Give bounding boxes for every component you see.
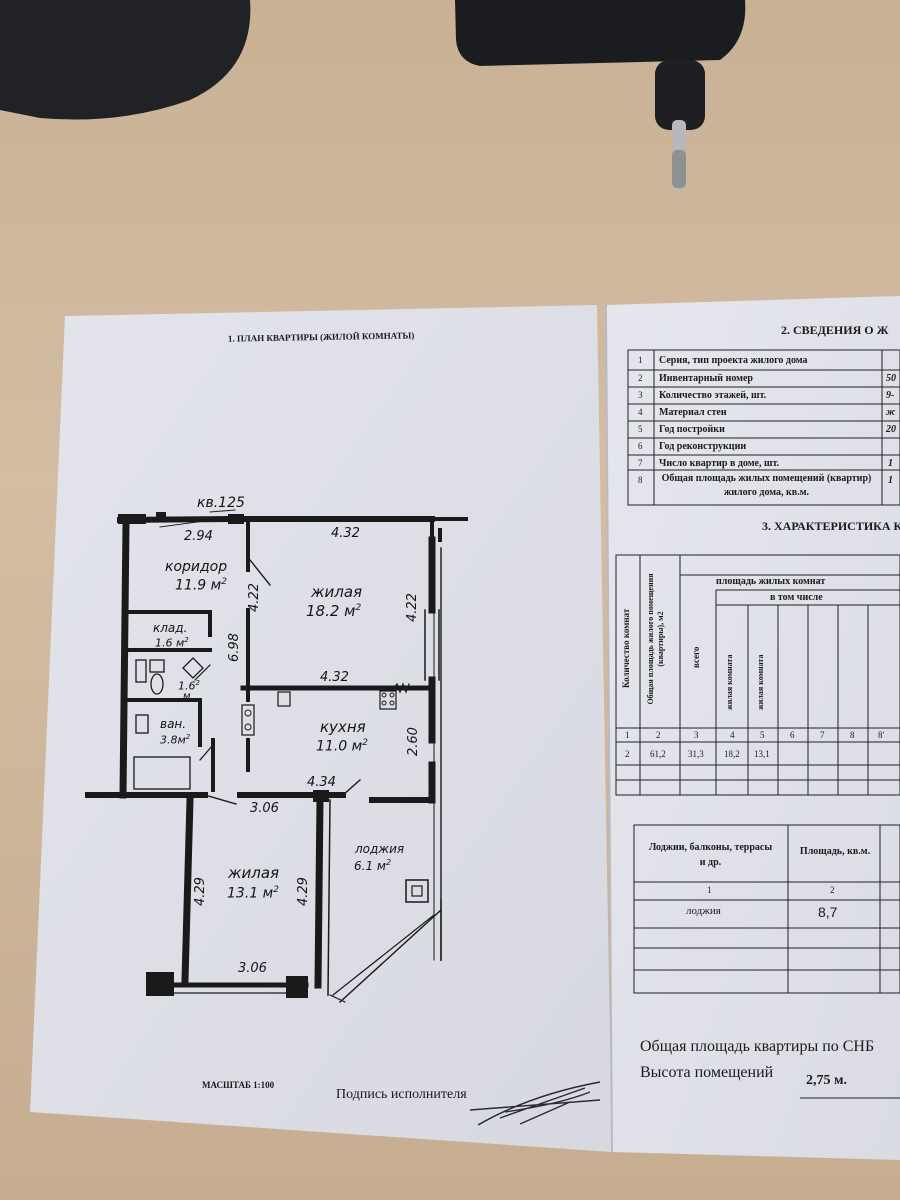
loggia-header-area: Площадь, кв.м. bbox=[799, 846, 871, 857]
col-number: 6 bbox=[790, 730, 795, 740]
scale-label: МАСШТАБ 1:100 bbox=[202, 1080, 275, 1090]
row-num: 2 bbox=[638, 373, 643, 383]
row-label: Общая площадь жилых помещений (квартир) … bbox=[661, 473, 872, 498]
row-label: Количество этажей, шт. bbox=[659, 390, 767, 401]
living2-area: 13.1 м2 bbox=[227, 885, 279, 902]
section3-title: 3. ХАРАКТЕРИСТИКА К bbox=[762, 519, 900, 533]
dim-living-right-height: 4.22 bbox=[405, 593, 420, 622]
row-num: 4 bbox=[638, 407, 643, 417]
loggia-col-number: 1 bbox=[707, 885, 712, 895]
dim-kitchen-height: 2.60 bbox=[406, 727, 421, 756]
row-label: Год постройки bbox=[659, 424, 725, 435]
dim-kitchen-width: 4.32 bbox=[320, 670, 349, 685]
row-label: Материал стен bbox=[659, 407, 727, 418]
value-room2: 13,1 bbox=[754, 749, 770, 759]
row-value: 50 bbox=[886, 373, 896, 384]
row-value: 20 bbox=[886, 424, 896, 435]
loggia-area: 6.1 м2 bbox=[354, 858, 392, 873]
dim-living2-top: 3.06 bbox=[250, 801, 279, 816]
row-num: 6 bbox=[638, 441, 643, 451]
section2-title: 2. СВЕДЕНИЯ О Ж bbox=[781, 323, 889, 337]
row-num: 3 bbox=[638, 390, 643, 400]
value-living-total: 31,3 bbox=[688, 749, 704, 759]
mouse-object bbox=[0, 0, 251, 120]
header-living-area: площадь жилых комнат bbox=[716, 576, 826, 587]
col-number: 2 bbox=[656, 730, 661, 740]
living1-area: 18.2 м2 bbox=[306, 602, 362, 620]
value-rooms: 2 bbox=[625, 749, 630, 759]
charger-object bbox=[455, 0, 746, 66]
col-number: 7 bbox=[820, 730, 825, 740]
header-total: всего bbox=[691, 646, 701, 668]
bath-area: 3.8м2 bbox=[160, 733, 191, 747]
header-living-room: жилая комната bbox=[756, 654, 765, 710]
kitchen-area: 11.0 м2 bbox=[316, 738, 368, 755]
loggia-col-number: 2 bbox=[830, 885, 835, 895]
row-label: Год реконструкции bbox=[659, 441, 747, 452]
dim-corridor-height: 6.98 bbox=[227, 633, 242, 662]
row-value: 1 bbox=[888, 458, 893, 469]
storage-area: 1.6 м2 bbox=[155, 636, 189, 650]
height-label: Высота помещений bbox=[640, 1064, 774, 1081]
row-value: ж bbox=[886, 407, 896, 418]
row-num: 1 bbox=[638, 355, 643, 365]
loggia-header-type: Лоджии, балконы, террасы и др. bbox=[648, 842, 773, 868]
kitchen-name: кухня bbox=[320, 718, 366, 736]
col-number: 8 bbox=[850, 730, 855, 740]
row-label: Инвентарный номер bbox=[659, 373, 753, 384]
row-label: Число квартир в доме, шт. bbox=[659, 458, 780, 469]
dim-living2-left: 4.29 bbox=[193, 877, 208, 906]
header-including: в том числе bbox=[770, 592, 823, 603]
charger-prong bbox=[655, 60, 705, 130]
living1-name: жилая bbox=[311, 583, 363, 601]
dim-living-left-height: 4.22 bbox=[247, 583, 262, 612]
dim-living2-bottom: 3.06 bbox=[238, 961, 267, 976]
col-number: 1 bbox=[625, 730, 630, 740]
header-rooms-count: Количество комнат bbox=[621, 608, 631, 688]
apartment-number: кв.125 bbox=[197, 495, 245, 511]
header-total-area: Общая площадь жилого помещения (квартиры… bbox=[646, 573, 665, 705]
loggia-row-area: 8,7 bbox=[818, 904, 838, 920]
row-num: 8 bbox=[638, 475, 643, 485]
header-living-room: жилая комната bbox=[725, 654, 734, 710]
living2-name: жилая bbox=[228, 864, 280, 882]
storage-name: клад. bbox=[153, 621, 188, 635]
col-number: 3 bbox=[694, 730, 699, 740]
loggia-name: лоджия bbox=[355, 842, 405, 856]
signature-label: Подпись исполнителя bbox=[336, 1087, 467, 1102]
col-number: 5 bbox=[760, 730, 765, 740]
row-value: 1 bbox=[888, 475, 893, 486]
floor-plan bbox=[85, 509, 468, 1003]
wc-area: 1.62 bbox=[178, 679, 200, 693]
col-number: 4 bbox=[730, 730, 735, 740]
dim-living-width: 4.32 bbox=[331, 526, 360, 541]
col-number: 8' bbox=[878, 730, 885, 740]
row-num: 5 bbox=[638, 424, 643, 434]
loggia-row-type: лоджия bbox=[686, 905, 721, 917]
signature bbox=[469, 1081, 601, 1126]
total-area-label: Общая площадь квартиры по СНБ bbox=[640, 1038, 875, 1055]
row-value: 9- bbox=[886, 390, 895, 401]
wc-unit: м bbox=[183, 691, 191, 702]
dim-kitchen-bottom: 4.34 bbox=[307, 775, 336, 790]
dim-living2-right: 4.29 bbox=[296, 877, 311, 906]
corridor-area: 11.9 м2 bbox=[175, 577, 227, 594]
height-value: 2,75 м. bbox=[806, 1073, 848, 1088]
value-total-area: 61,2 bbox=[650, 749, 666, 759]
row-label: Серия, тип проекта жилого дома bbox=[659, 355, 808, 366]
table-lines bbox=[615, 349, 900, 1099]
dim-corridor-width: 2.94 bbox=[184, 529, 213, 544]
value-room1: 18,2 bbox=[724, 749, 740, 759]
row-num: 7 bbox=[638, 458, 643, 468]
bath-name: ван. bbox=[160, 717, 187, 731]
corridor-name: коридор bbox=[165, 559, 228, 575]
